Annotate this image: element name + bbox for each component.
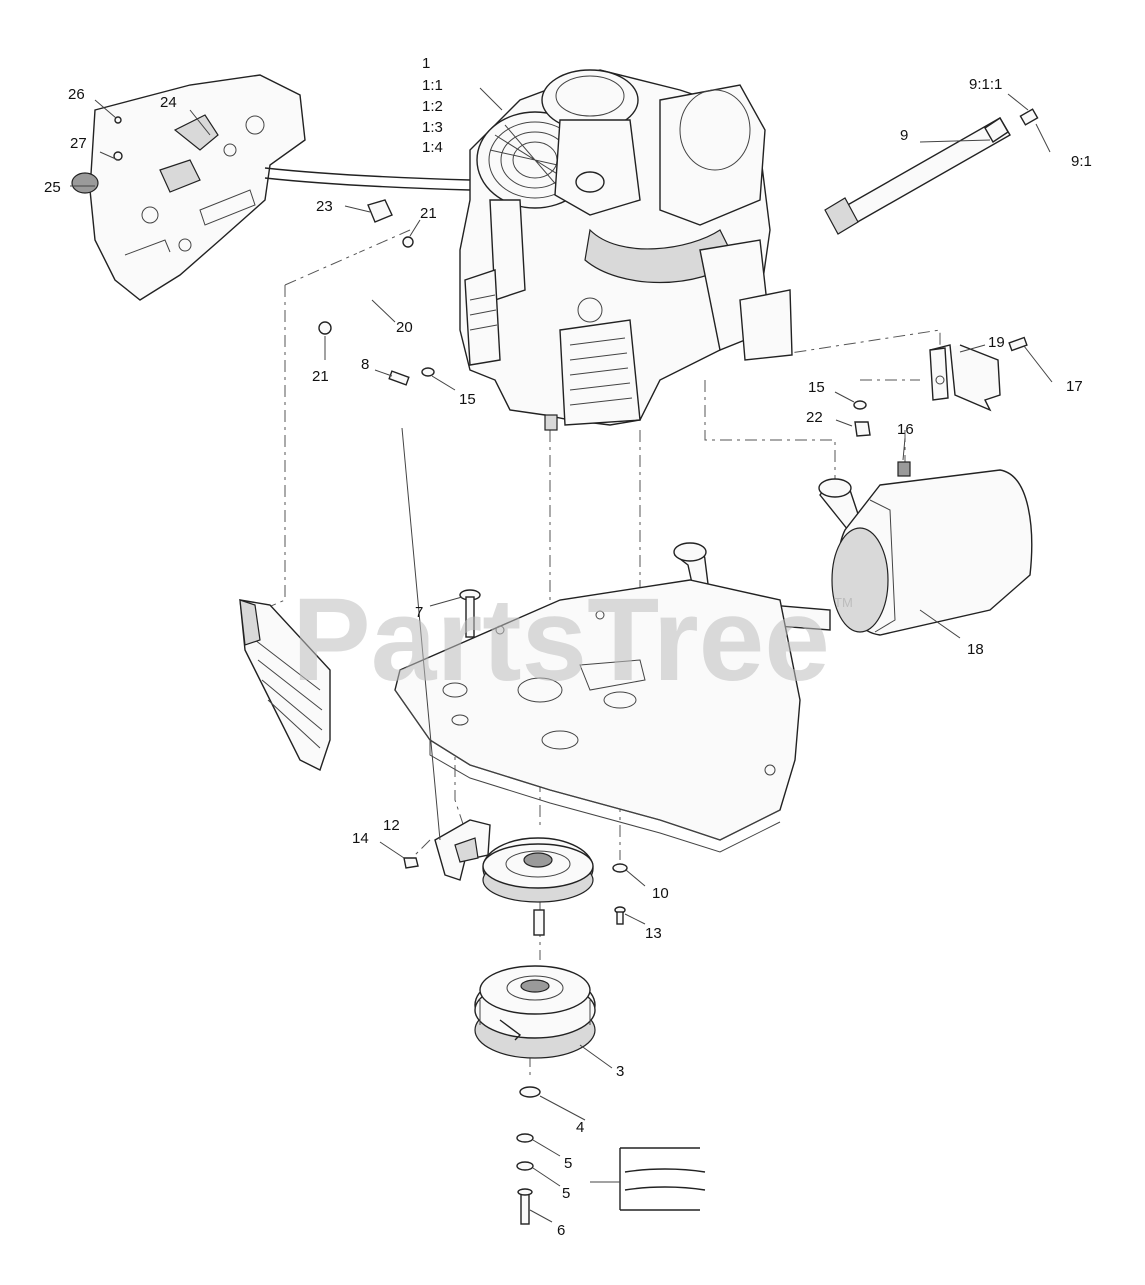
callout-15-bracket: 15 bbox=[808, 379, 825, 396]
callout-18: 18 bbox=[967, 641, 984, 658]
watermark-trademark: TM bbox=[834, 595, 853, 610]
callout-8: 8 bbox=[361, 356, 369, 373]
callout-25: 25 bbox=[44, 179, 61, 196]
callout-9-1: 9:1 bbox=[1071, 153, 1092, 170]
callout-engine-3: 1:3 bbox=[422, 119, 443, 136]
engine-pulley bbox=[482, 837, 594, 936]
pto-clutch bbox=[474, 965, 596, 1059]
exhaust-pipe bbox=[824, 108, 1039, 235]
callout-23: 23 bbox=[316, 198, 333, 215]
callout-5-upper: 5 bbox=[564, 1155, 572, 1172]
shim-detail bbox=[590, 1147, 706, 1211]
fuel-line-assembly bbox=[318, 199, 414, 335]
assembly-lines bbox=[249, 229, 941, 1080]
callout-5-lower: 5 bbox=[562, 1185, 570, 1202]
callout-21-upper: 21 bbox=[420, 205, 437, 222]
callout-15-engine: 15 bbox=[459, 391, 476, 408]
engine-deck-plate bbox=[394, 579, 801, 853]
callout-27: 27 bbox=[70, 135, 87, 152]
callout-7: 7 bbox=[415, 604, 423, 621]
callout-14: 14 bbox=[352, 830, 369, 847]
callout-16: 16 bbox=[897, 421, 914, 438]
leader-lines bbox=[70, 87, 1053, 1223]
callout-12: 12 bbox=[383, 817, 400, 834]
callout-9: 9 bbox=[900, 127, 908, 144]
callout-17: 17 bbox=[1066, 378, 1083, 395]
clutch-fasteners bbox=[516, 1086, 541, 1225]
callout-4: 4 bbox=[576, 1119, 584, 1136]
engine-fasteners bbox=[388, 367, 435, 386]
callout-20: 20 bbox=[396, 319, 413, 336]
callout-26: 26 bbox=[68, 86, 85, 103]
callout-engine-2: 1:2 bbox=[422, 98, 443, 115]
side-shield bbox=[239, 599, 331, 771]
pulley-fasteners bbox=[612, 863, 628, 925]
callout-engine-4: 1:4 bbox=[422, 139, 443, 156]
callout-3: 3 bbox=[616, 1063, 624, 1080]
control-panel-assembly bbox=[71, 74, 471, 301]
muffler-bracket-assembly bbox=[853, 336, 1028, 477]
watermark-text: PartsTree bbox=[292, 574, 830, 706]
callout-6: 6 bbox=[557, 1222, 565, 1239]
callout-engine-1: 1:1 bbox=[422, 77, 443, 94]
clutch-bracket bbox=[403, 819, 491, 881]
callout-22: 22 bbox=[806, 409, 823, 426]
callout-13: 13 bbox=[645, 925, 662, 942]
callout-19: 19 bbox=[988, 334, 1005, 351]
watermark: PartsTree TM bbox=[292, 574, 853, 706]
callout-21-lower: 21 bbox=[312, 368, 329, 385]
callout-10: 10 bbox=[652, 885, 669, 902]
callout-9-1-1: 9:1:1 bbox=[969, 76, 1002, 93]
callout-24: 24 bbox=[160, 94, 177, 111]
callout-engine-0: 1 bbox=[422, 55, 430, 72]
carriage-bolt bbox=[459, 589, 481, 638]
callout-labels: 1 1:1 1:2 1:3 1:4 26 24 27 25 23 21 20 2… bbox=[44, 55, 1092, 1239]
engine-assembly bbox=[459, 69, 793, 431]
